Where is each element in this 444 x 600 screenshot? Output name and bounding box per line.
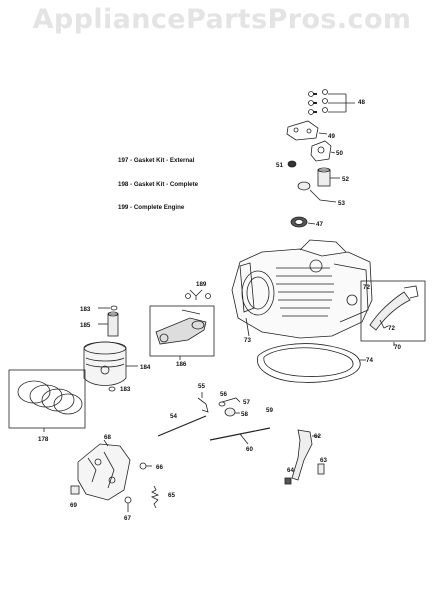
callout-53: 53 bbox=[338, 200, 345, 207]
callout-49: 49 bbox=[328, 133, 335, 140]
rod-part-54 bbox=[157, 415, 207, 437]
callout-labels: 48 49 50 51 52 53 47 73 72 70 74 189 183… bbox=[38, 99, 401, 522]
link-part-57 bbox=[221, 397, 241, 403]
callout-55: 55 bbox=[198, 383, 205, 390]
callout-63: 63 bbox=[320, 457, 327, 464]
disc-part-53 bbox=[297, 181, 337, 203]
callout-68: 68 bbox=[104, 434, 111, 441]
piston-part-184 bbox=[83, 341, 138, 386]
pin-part-185 bbox=[98, 311, 119, 337]
callout-189: 189 bbox=[196, 281, 207, 288]
clip-part-183-bottom bbox=[108, 386, 116, 392]
lever-arm-part-62 bbox=[291, 429, 320, 481]
spring-part-65 bbox=[150, 485, 160, 509]
callout-65: 65 bbox=[168, 492, 175, 499]
kit-note-complete-engine: 199 - Complete Engine bbox=[118, 204, 185, 211]
callout-74: 74 bbox=[366, 357, 373, 364]
callout-70: 70 bbox=[394, 344, 401, 351]
callout-60: 60 bbox=[246, 446, 253, 453]
bushing-part-58 bbox=[224, 407, 240, 417]
sleeve-part-52 bbox=[317, 167, 340, 187]
callout-59: 59 bbox=[266, 407, 273, 414]
callout-72-bottom: 72 bbox=[388, 325, 395, 332]
screws-part-189 bbox=[185, 289, 211, 300]
nut-part-69 bbox=[70, 485, 80, 495]
callout-48: 48 bbox=[358, 99, 365, 106]
kit-note-gasket-complete: 198 - Gasket Kit - Complete bbox=[118, 181, 199, 188]
site-watermark: AppliancePartsPros.com bbox=[32, 4, 412, 35]
callout-72-top: 72 bbox=[363, 284, 370, 291]
clip-part-183-top bbox=[110, 305, 118, 311]
screw-part-63 bbox=[317, 463, 325, 475]
callout-185: 185 bbox=[80, 322, 91, 329]
block-part-50 bbox=[310, 140, 336, 162]
callout-178: 178 bbox=[38, 436, 49, 443]
seal-part-47 bbox=[290, 216, 316, 228]
callout-184: 184 bbox=[140, 364, 151, 371]
callout-67: 67 bbox=[124, 515, 131, 522]
callout-57: 57 bbox=[243, 399, 250, 406]
screw-part-67 bbox=[124, 496, 132, 512]
callout-66: 66 bbox=[156, 464, 163, 471]
engine-block-part-73 bbox=[231, 239, 373, 339]
connecting-rod-part-186 bbox=[149, 305, 215, 360]
callout-73: 73 bbox=[244, 337, 251, 344]
nut-part-51 bbox=[287, 160, 297, 168]
callout-186: 186 bbox=[176, 361, 187, 368]
callout-58: 58 bbox=[241, 411, 248, 418]
callout-69: 69 bbox=[70, 502, 77, 509]
nut-part-64 bbox=[284, 477, 292, 485]
callout-56: 56 bbox=[220, 391, 227, 398]
lever-part-55 bbox=[197, 392, 209, 413]
callout-50: 50 bbox=[336, 150, 343, 157]
piston-rings-part-178 bbox=[8, 369, 86, 432]
callout-183-top: 183 bbox=[80, 306, 91, 313]
callout-54: 54 bbox=[170, 413, 177, 420]
callout-51: 51 bbox=[276, 162, 283, 169]
washer-part-56 bbox=[218, 401, 226, 407]
breather-part-70 bbox=[360, 280, 426, 346]
bracket-part-49 bbox=[286, 120, 328, 141]
screws-part-48 bbox=[308, 89, 355, 115]
screw-part-66 bbox=[139, 462, 152, 470]
callout-64: 64 bbox=[287, 467, 294, 474]
gasket-part-74 bbox=[257, 343, 366, 383]
callout-52: 52 bbox=[342, 176, 349, 183]
callout-183-bottom: 183 bbox=[120, 386, 131, 393]
callout-47: 47 bbox=[316, 221, 323, 228]
callout-62: 62 bbox=[314, 433, 321, 440]
kit-note-gasket-external: 197 - Gasket Kit - External bbox=[118, 157, 195, 164]
governor-bracket-part-68 bbox=[77, 439, 131, 501]
